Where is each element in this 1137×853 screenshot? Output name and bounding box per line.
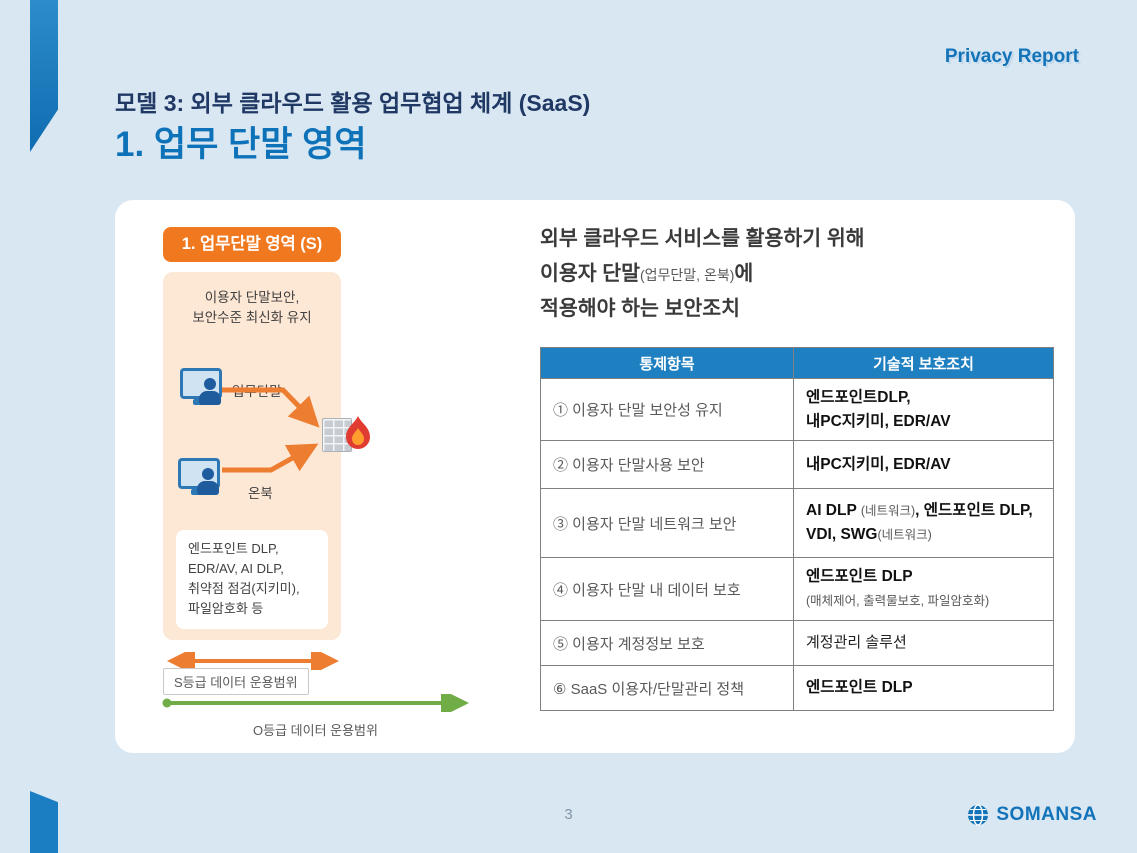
control-item-cell: ③ 이용자 단말 네트워크 보안 — [540, 488, 794, 558]
control-item-cell: ④ 이용자 단말 내 데이터 보호 — [540, 557, 794, 621]
somansa-logo-text: SOMANSA — [996, 804, 1097, 825]
tools-line: 파일암호화 등 — [188, 601, 264, 617]
report-label: Privacy Report — [944, 46, 1079, 67]
protection-cell: 내PC지키미, EDR/AV — [793, 440, 1054, 489]
left-decoration-top — [30, 0, 58, 152]
heading-line1: 외부 클라우드 서비스를 활용하기 위해 — [540, 227, 865, 250]
control-item-cell: ⑤ 이용자 계정정보 보호 — [540, 620, 794, 666]
s-range-arrow — [167, 652, 339, 670]
protection-cell: 엔드포인트 DLP(매체제어, 출력물보호, 파일암호화) — [793, 557, 1054, 621]
content-card: 1. 업무단말 영역 (S) 이용자 단말보안, 보안수준 최신화 유지 업무단… — [115, 200, 1075, 753]
tools-line: EDR/AV, AI DLP, — [188, 561, 284, 577]
zone-note-line2: 보안수준 최신화 유지 — [192, 310, 312, 326]
s-range-label: S등급 데이터 운용범위 — [163, 668, 309, 695]
heading-line3: 적용해야 하는 보안조치 — [540, 296, 740, 320]
diagram-badge: 1. 업무단말 영역 (S) — [163, 227, 341, 262]
protection-cell: 엔드포인트 DLP — [793, 665, 1054, 711]
left-decoration-bottom — [30, 791, 58, 853]
header-technical-protection: 기술적 보호조치 — [793, 347, 1054, 379]
heading-line2: 이용자 단말(업무단말, 온북)에 — [540, 257, 865, 292]
somansa-logo-icon — [968, 804, 989, 826]
workstation-icon — [180, 368, 222, 405]
heading-line2-strong2: 에 — [734, 261, 754, 285]
control-item-cell: ⑥ SaaS 이용자/단말관리 정책 — [540, 665, 794, 711]
somansa-logo: SOMANSA — [966, 803, 1097, 827]
onbook-label: 온북 — [248, 486, 273, 501]
workstation-label: 업무단말 — [232, 384, 282, 399]
tools-line: 엔드포인트 DLP, — [188, 541, 279, 556]
table-header-row: 통제항목 기술적 보호조치 — [540, 347, 1054, 379]
security-tools-box: 엔드포인트 DLP, EDR/AV, AI DLP, 취약점 점검(지키미), … — [176, 530, 328, 629]
tools-line: 취약점 점검(지키미), — [188, 581, 300, 597]
control-item-cell: ② 이용자 단말사용 보안 — [540, 440, 794, 489]
terminal-zone-panel: 이용자 단말보안, 보안수준 최신화 유지 업무단말 온북 엔드포인트 DLP,… — [163, 272, 341, 640]
page-number: 3 — [564, 806, 573, 823]
header-control-item: 통제항목 — [540, 347, 794, 379]
onbook-icon — [178, 458, 220, 495]
protection-cell: 계정관리 솔루션 — [793, 620, 1054, 666]
protection-cell: AI DLP (네트워크), 엔드포인트 DLP,VDI, SWG(네트워크) — [793, 488, 1054, 558]
page-title: 1. 업무 단말 영역 — [115, 125, 367, 164]
zone-note: 이용자 단말보안, 보안수준 최신화 유지 — [163, 288, 341, 329]
flame-icon — [346, 416, 370, 449]
control-item-cell: ① 이용자 단말 보안성 유지 — [540, 378, 794, 441]
o-range-arrow — [162, 694, 469, 712]
slide-subtitle: 모델 3: 외부 클라우드 활용 업무협업 체계 (SaaS) — [115, 90, 591, 116]
o-range-label: O등급 데이터 운용범위 — [253, 723, 378, 738]
section-heading: 외부 클라우드 서비스를 활용하기 위해 이용자 단말(업무단말, 온북)에 적… — [540, 222, 865, 327]
user-icon — [197, 468, 219, 495]
user-icon — [199, 378, 221, 405]
protection-cell: 엔드포인트DLP,내PC지키미, EDR/AV — [793, 378, 1054, 441]
heading-line2-small: (업무단말, 온북) — [640, 266, 735, 283]
zone-note-line1: 이용자 단말보안, — [204, 290, 300, 305]
heading-line2-strong1: 이용자 단말 — [540, 261, 640, 285]
